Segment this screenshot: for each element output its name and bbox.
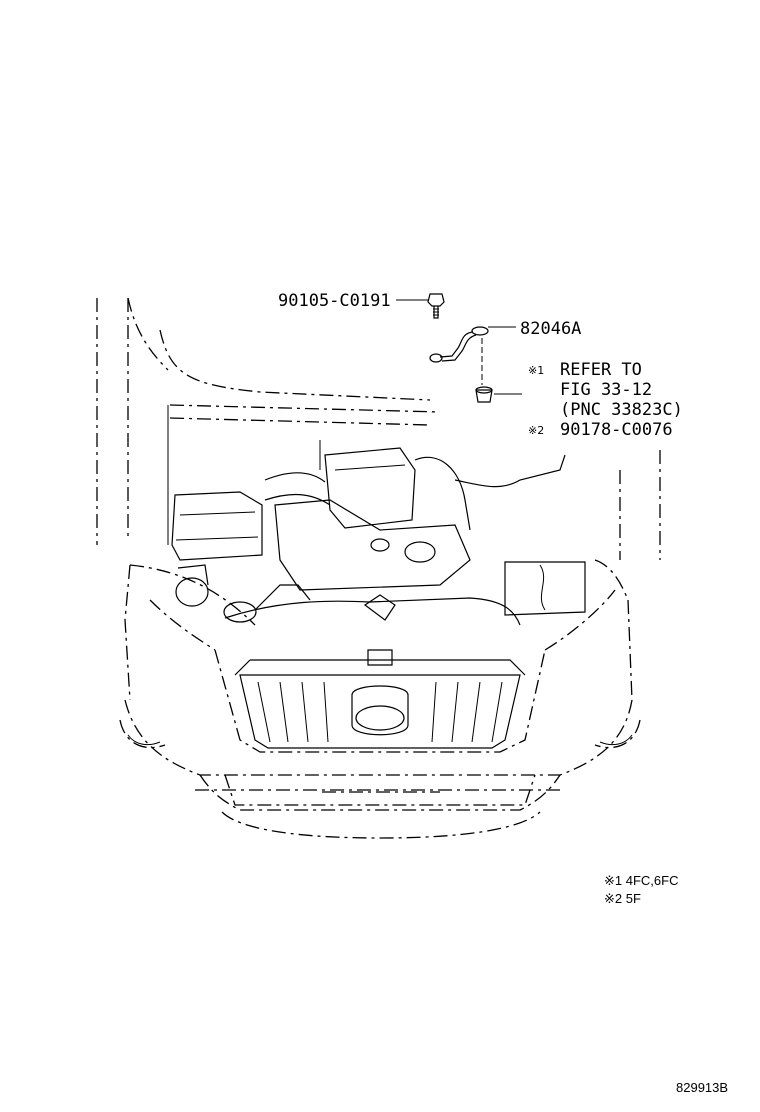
legend-note1: ※1 4FC,6FC — [604, 873, 678, 888]
ground-strap-assembly — [427, 293, 493, 403]
legend-note2: ※2 5F — [604, 891, 641, 906]
engine-bay — [171, 440, 586, 626]
note1-refer-to: REFER TO — [560, 360, 642, 380]
note1-figure-ref: FIG 33-12 — [560, 380, 652, 400]
note2-marker: ※2 — [528, 424, 544, 437]
strap-terminal-lower-icon — [429, 353, 443, 363]
figure-id: 829913B — [676, 1080, 728, 1095]
note1-pnc-ref: (PNC 33823C) — [560, 400, 683, 420]
front-grille — [234, 649, 526, 749]
bolt-icon — [427, 293, 445, 307]
strap-terminal-upper-icon — [471, 326, 489, 336]
vehicle-outline — [96, 297, 661, 839]
nut-icon — [475, 389, 493, 403]
callout-strap-part-number: 82046A — [520, 319, 581, 339]
leader-lines — [396, 299, 522, 395]
callout-bolt-part-number: 90105-C0191 — [278, 291, 391, 311]
callout-nut-part-number: 90178-C0076 — [560, 420, 673, 440]
note1-marker: ※1 — [528, 364, 544, 377]
